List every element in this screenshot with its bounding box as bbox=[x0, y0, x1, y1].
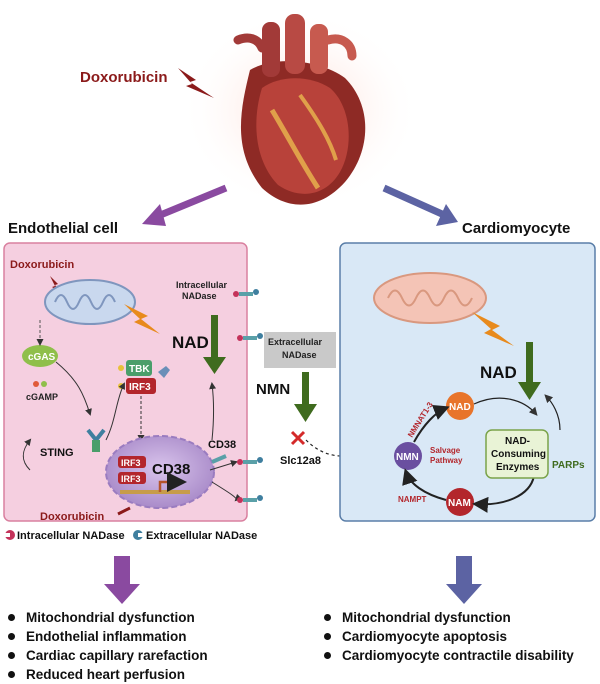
intracellular-nadase-label: Intracellular bbox=[176, 280, 228, 290]
tbk-box bbox=[126, 360, 152, 376]
lightning-icon bbox=[178, 68, 214, 98]
enzymes-to-nam-arrow bbox=[472, 475, 535, 513]
endothelial-title: Endothelial cell bbox=[8, 220, 118, 237]
small-lightning-icon bbox=[50, 276, 62, 294]
nmn-node bbox=[394, 442, 422, 470]
outcome-item: Mitochondrial dysfunction bbox=[4, 608, 208, 627]
intracellular-nadase-legend-icon bbox=[4, 530, 15, 540]
legend-intracellular-label: Intracellular NADase bbox=[17, 530, 125, 542]
nadase-receptor-icon bbox=[237, 457, 263, 465]
arrow-to-endothelial bbox=[156, 184, 228, 220]
outcome-item: Endothelial inflammation bbox=[4, 627, 208, 646]
left-outcome-arrow bbox=[104, 556, 140, 604]
nmn-to-nad-arrow bbox=[413, 405, 450, 443]
lightning-icon bbox=[472, 312, 514, 346]
green-down-arrow bbox=[203, 315, 226, 374]
nad-consuming-enzymes-box bbox=[485, 429, 549, 479]
cgas-to-sting-arrow bbox=[55, 361, 92, 416]
green-down-arrow bbox=[294, 372, 317, 422]
enzymes-label-1: NAD- bbox=[505, 436, 530, 447]
irf3-nuclear-a bbox=[118, 456, 146, 468]
parps-arrow bbox=[544, 394, 561, 431]
cd38-to-nad-arrow bbox=[209, 382, 217, 441]
cd38-membrane-icon bbox=[211, 454, 227, 464]
nadase-receptor-icon bbox=[237, 495, 263, 503]
nmn-middle-label: NMN bbox=[256, 381, 290, 398]
extracellular-nadase-legend-icon bbox=[133, 530, 144, 540]
mitochondrion-icon bbox=[44, 279, 136, 325]
extracellular-nadase-box bbox=[264, 332, 336, 368]
sting-receptor-icon bbox=[86, 428, 106, 452]
mitochondrion-icon bbox=[373, 272, 487, 324]
nad-endothelial-label: NAD bbox=[172, 333, 209, 352]
right-outcome-arrow bbox=[446, 556, 482, 604]
nmn-transport-path bbox=[305, 439, 343, 457]
doxorubicin-arrow-icon bbox=[117, 506, 131, 516]
parps-label: PARPs bbox=[552, 460, 585, 471]
cardiomyocyte-outcomes-list: Mitochondrial dysfunction Cardiomyocyte … bbox=[320, 608, 574, 665]
extracellular-nadase-label: Extracellular bbox=[268, 337, 323, 347]
sting-label: STING bbox=[40, 447, 74, 459]
irf3-box bbox=[126, 378, 156, 394]
irf3-nuclear-a-label: IRF3 bbox=[121, 458, 141, 468]
kinase-icon bbox=[158, 366, 170, 378]
transcription-arrow-icon bbox=[158, 472, 187, 492]
cgamp-label: cGAMP bbox=[26, 392, 58, 402]
irf3-nuclear-b-label: IRF3 bbox=[121, 474, 141, 484]
doxorubicin-bottom-label: Doxorubicin bbox=[40, 511, 104, 523]
intracellular-nadase-label-2: NADase bbox=[182, 291, 217, 301]
sting-output-arrow bbox=[22, 438, 32, 471]
outcome-item: Cardiac capillary rarefaction bbox=[4, 646, 208, 665]
nam-node-label: NAM bbox=[448, 498, 471, 509]
lightning-icon bbox=[124, 304, 160, 334]
endothelial-outcomes-list: Mitochondrial dysfunction Endothelial in… bbox=[4, 608, 208, 684]
sting-to-tbk-arrow bbox=[105, 382, 125, 441]
legend-extracellular-label: Extracellular NADase bbox=[146, 530, 257, 542]
green-down-arrow bbox=[518, 342, 541, 400]
cgas-label: cGAS bbox=[28, 352, 56, 363]
phospho-icon bbox=[118, 365, 124, 371]
enzymes-label-2: Consuming bbox=[491, 449, 546, 460]
cd38-membrane-label: CD38 bbox=[208, 439, 236, 451]
pathway-label: Pathway bbox=[430, 456, 463, 465]
salvage-label: Salvage bbox=[430, 446, 461, 455]
extracellular-nadase-label-2: NADase bbox=[282, 350, 317, 360]
nad-node bbox=[446, 392, 474, 420]
enzymes-label-3: Enzymes bbox=[496, 462, 540, 473]
cd38-out-arrow-2 bbox=[211, 481, 243, 502]
cgas-node bbox=[22, 345, 58, 367]
cgamp-icon bbox=[33, 381, 47, 387]
tbk-label: TBK bbox=[129, 364, 150, 375]
cardiomyocyte-title: Cardiomyocyte bbox=[462, 220, 570, 237]
outcome-item: Cardiomyocyte contractile disability bbox=[320, 646, 574, 665]
arrow-to-endothelial-head bbox=[142, 204, 166, 226]
nad-to-enzymes-arrow bbox=[473, 397, 538, 416]
cd38-out-arrow-1 bbox=[209, 460, 238, 471]
doxorubicin-label: Doxorubicin bbox=[80, 69, 168, 86]
doxorubicin-top-label: Doxorubicin bbox=[10, 259, 74, 271]
nad-cardio-label: NAD bbox=[480, 363, 517, 382]
nam-to-nmn-arrow bbox=[402, 468, 447, 501]
heart-illustration bbox=[180, 10, 420, 210]
arrow-to-cardiomyocyte-head bbox=[436, 204, 458, 226]
nadase-receptor-icon bbox=[233, 289, 259, 297]
x-block-icon bbox=[290, 430, 306, 446]
outcome-item: Cardiomyocyte apoptosis bbox=[320, 627, 574, 646]
outcome-item: Mitochondrial dysfunction bbox=[320, 608, 574, 627]
arrow-to-cardiomyocyte bbox=[382, 184, 444, 218]
nam-node bbox=[446, 488, 474, 516]
irf3-label: IRF3 bbox=[129, 382, 151, 393]
slc12a8-label: Slc12a8 bbox=[280, 455, 321, 467]
nad-node-label: NAD bbox=[449, 402, 471, 413]
outcome-item: Reduced heart perfusion bbox=[4, 665, 208, 684]
cd38-nucleus-label: CD38 bbox=[152, 461, 190, 478]
irf3-nuclear-b bbox=[118, 472, 146, 484]
nmn-node-label: NMN bbox=[396, 452, 419, 463]
nadase-receptor-icon bbox=[237, 333, 263, 341]
nampt-label: NAMPT bbox=[398, 495, 427, 504]
